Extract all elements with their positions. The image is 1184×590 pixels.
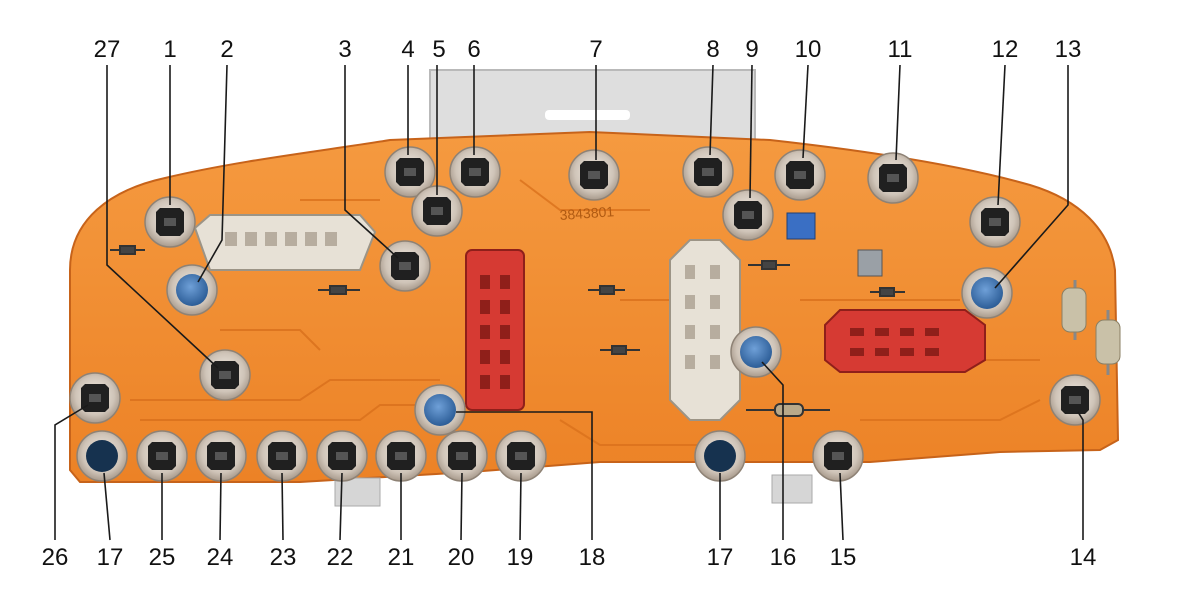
callout-8: 8 bbox=[706, 36, 719, 63]
callout-14: 14 bbox=[1070, 544, 1097, 571]
callout-15: 15 bbox=[830, 544, 857, 571]
leader-13 bbox=[994, 65, 1069, 289]
socket-1 bbox=[144, 196, 196, 248]
leader-9 bbox=[749, 64, 753, 199]
socket-4 bbox=[384, 146, 436, 198]
socket-14 bbox=[1049, 374, 1101, 426]
callout-16: 16 bbox=[770, 544, 797, 571]
callout-19: 19 bbox=[507, 544, 534, 571]
leader-17a bbox=[103, 472, 111, 541]
capacitor-blue bbox=[786, 212, 816, 240]
socket-12 bbox=[969, 196, 1021, 248]
callout-6: 6 bbox=[467, 36, 480, 63]
callout-22: 22 bbox=[327, 544, 354, 571]
callout-27: 27 bbox=[94, 36, 121, 63]
socket-6 bbox=[449, 146, 501, 198]
callout-5: 5 bbox=[432, 36, 445, 63]
callout-26: 26 bbox=[42, 544, 69, 571]
connector-white-upper bbox=[193, 214, 377, 271]
leader-27 bbox=[106, 65, 219, 369]
connector-white-vertical bbox=[669, 239, 741, 421]
leader-19 bbox=[519, 472, 522, 541]
socket-17a bbox=[76, 430, 128, 482]
leader-15 bbox=[839, 472, 844, 541]
leader-22 bbox=[339, 472, 343, 541]
callout-11: 11 bbox=[888, 36, 913, 63]
socket-13 bbox=[961, 267, 1013, 319]
leader-12 bbox=[997, 64, 1006, 206]
leader-24 bbox=[219, 472, 222, 541]
leader-11 bbox=[895, 64, 901, 161]
callout-4: 4 bbox=[401, 36, 414, 63]
socket-26 bbox=[69, 372, 121, 424]
callout-3: 3 bbox=[338, 36, 351, 63]
callout-9: 9 bbox=[745, 36, 758, 63]
callout-1: 1 bbox=[163, 36, 176, 63]
socket-24 bbox=[195, 430, 247, 482]
bracket-slot bbox=[545, 110, 630, 120]
leader-14 bbox=[1077, 411, 1084, 540]
resistors-right bbox=[1061, 280, 1121, 375]
leader-16 bbox=[761, 361, 784, 540]
socket-18 bbox=[414, 384, 466, 436]
socket-15 bbox=[812, 430, 864, 482]
callout-20: 20 bbox=[448, 544, 475, 571]
transistor bbox=[857, 249, 883, 277]
leader-3 bbox=[344, 65, 399, 259]
callout-23: 23 bbox=[270, 544, 297, 571]
callout-25: 25 bbox=[149, 544, 176, 571]
callout-7: 7 bbox=[589, 36, 602, 63]
callout-13: 13 bbox=[1055, 36, 1082, 63]
leader-23 bbox=[281, 472, 284, 541]
connector-red-center bbox=[465, 249, 525, 411]
socket-17b bbox=[694, 430, 746, 482]
callout-17a: 17 bbox=[97, 544, 124, 571]
callout-12: 12 bbox=[992, 36, 1019, 63]
leader-lines bbox=[54, 64, 1084, 541]
socket-8 bbox=[682, 146, 734, 198]
socket-19 bbox=[495, 430, 547, 482]
callout-21: 21 bbox=[388, 544, 415, 571]
callout-2: 2 bbox=[220, 36, 233, 63]
connector-red-right bbox=[824, 309, 986, 373]
leader-8 bbox=[709, 64, 714, 156]
socket-2 bbox=[166, 264, 218, 316]
leader-20 bbox=[460, 472, 463, 541]
socket-9 bbox=[722, 189, 774, 241]
board-stamp: 3843801 bbox=[559, 203, 615, 223]
socket-11 bbox=[867, 152, 919, 204]
leader-26 bbox=[54, 404, 89, 540]
callout-24: 24 bbox=[207, 544, 234, 571]
socket-5 bbox=[411, 185, 463, 237]
callout-18: 18 bbox=[579, 544, 606, 571]
leader-18 bbox=[456, 411, 593, 540]
leader-10 bbox=[802, 64, 809, 159]
callout-17b: 17 bbox=[707, 544, 734, 571]
diodes bbox=[110, 245, 905, 417]
leader-2 bbox=[197, 64, 228, 283]
socket-7 bbox=[568, 149, 620, 201]
callout-10: 10 bbox=[795, 36, 822, 63]
callout-labels: 1 2 3 4 5 6 7 8 9 10 11 12 13 27 26 17 2… bbox=[42, 36, 1097, 571]
socket-16 bbox=[730, 326, 782, 378]
socket-20 bbox=[436, 430, 488, 482]
socket-10 bbox=[774, 149, 826, 201]
mount-tab-right bbox=[771, 474, 813, 504]
